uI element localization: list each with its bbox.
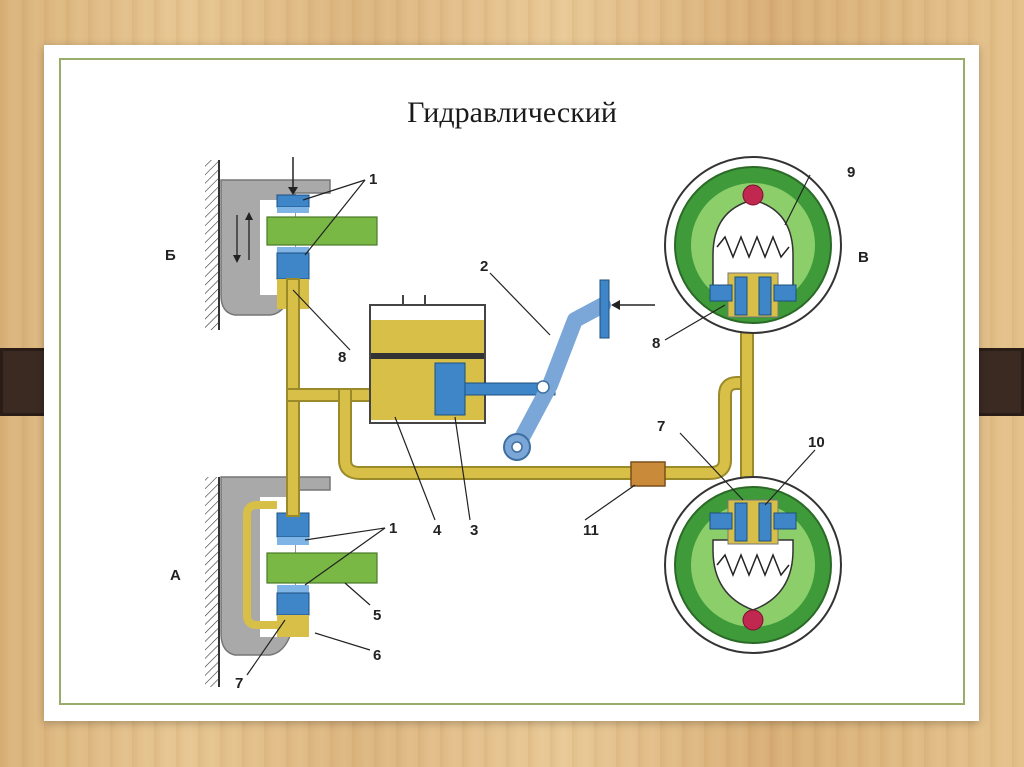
- reservoir-partition: [371, 353, 484, 359]
- rear-left-caliper: [220, 476, 378, 656]
- rear-right-drum-top: [664, 156, 842, 334]
- leader-lines: [246, 174, 816, 676]
- rear-right-drum-bottom: [664, 476, 842, 654]
- label-V: В: [858, 249, 869, 266]
- label-5: 5: [373, 607, 381, 624]
- front-pad-top: [277, 207, 309, 213]
- label-8-right: 8: [652, 335, 660, 352]
- hydraulic-brake-diagram: 1 2 3 4 8 8 7 10 11 1 5 6 7 9 А Б В: [165, 155, 873, 693]
- front-pad-bottom: [277, 247, 309, 253]
- label-7-left: 7: [235, 675, 243, 692]
- label-8-left: 8: [338, 349, 346, 366]
- label-3: 3: [470, 522, 478, 539]
- label-1-top: 1: [369, 171, 377, 188]
- frame-wall-bottom: [205, 477, 220, 687]
- diagram-svg: 1 2 3 4 8 8 7 10 11 1 5 6 7 9 А Б В: [165, 156, 869, 692]
- slide-title: Гидравлический: [407, 96, 617, 129]
- return-spring-top: [716, 234, 790, 260]
- brake-lines: [286, 273, 754, 522]
- label-1-bottom: 1: [389, 520, 397, 537]
- brake-pedal: [503, 279, 655, 461]
- label-2: 2: [480, 258, 488, 275]
- rear-brake-disc: [266, 552, 378, 584]
- master-cylinder: [369, 295, 556, 424]
- pressure-regulator: [630, 461, 666, 487]
- master-piston: [434, 362, 466, 416]
- label-10: 10: [808, 434, 825, 451]
- front-brake-disc: [266, 216, 378, 246]
- reservoir-fluid: [371, 320, 484, 420]
- anchor-pin-top: [742, 184, 764, 206]
- frame-wall-top: [205, 160, 220, 330]
- caliper-bypass-line: [243, 501, 277, 629]
- rear-piston-bottom: [276, 592, 310, 616]
- label-9: 9: [847, 164, 855, 181]
- return-spring-bottom: [716, 552, 790, 578]
- label-11: 11: [583, 522, 599, 539]
- label-A: А: [170, 567, 181, 584]
- label-6: 6: [373, 647, 381, 664]
- anchor-pin-bottom: [742, 609, 764, 631]
- label-7-right: 7: [657, 418, 665, 435]
- front-piston-top: [276, 194, 310, 208]
- label-4: 4: [433, 522, 442, 539]
- pedal-pad: [599, 279, 610, 339]
- label-B: Б: [165, 247, 176, 264]
- front-piston-bottom: [276, 252, 310, 280]
- slide-frame: [59, 58, 965, 705]
